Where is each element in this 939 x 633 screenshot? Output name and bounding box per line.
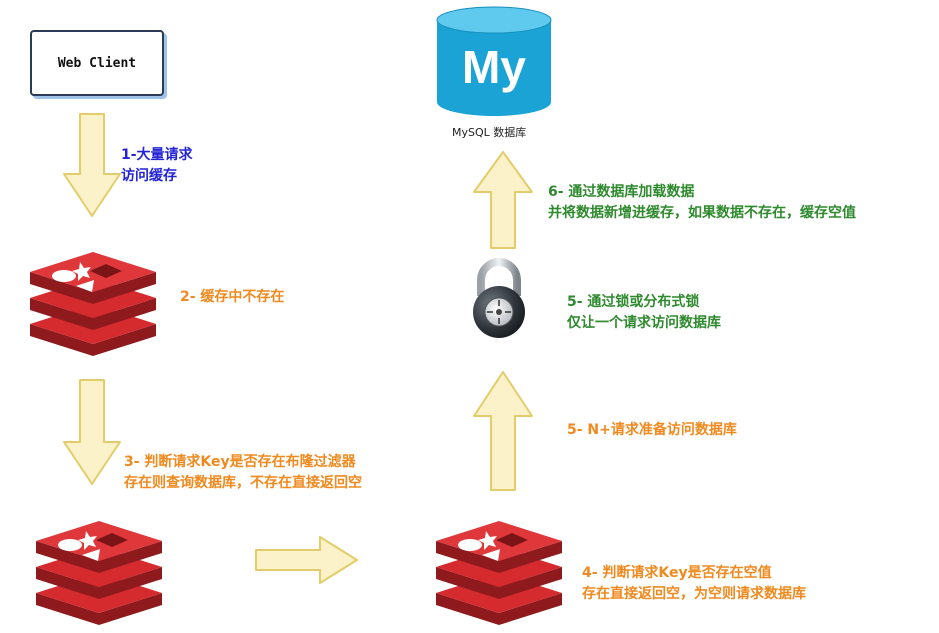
arrow-icon	[473, 371, 533, 491]
step-6-line-1: 6- 通过数据库加载数据	[548, 184, 695, 200]
redis-icon	[436, 521, 562, 625]
step-2-caption: 2- 缓存中不存在	[180, 287, 284, 308]
redis-icon	[30, 252, 156, 356]
step-3-line-1: 3- 判断请求Key是否存在布隆过滤器	[124, 454, 356, 470]
step-2-line-1: 2- 缓存中不存在	[180, 289, 285, 305]
step-5lock-line-1: 5- 通过锁或分布式锁	[567, 294, 700, 310]
step-5n-line-1: 5- N+请求准备访问数据库	[567, 422, 737, 438]
step-1-caption: 1-大量请求 访问缓存	[121, 145, 193, 187]
step-4-caption: 4- 判断请求Key是否存在空值 存在直接返回空，为空则请求数据库	[582, 563, 806, 605]
mysql-label: MySQL 数据库	[452, 126, 527, 139]
redis-icon	[36, 521, 162, 625]
step-4-line-2: 存在直接返回空，为空则请求数据库	[582, 586, 806, 602]
mysql-icon: My	[436, 6, 552, 116]
step-1-line-1: 1-大量请求	[121, 147, 193, 163]
arrow-icon	[255, 536, 358, 584]
step-6-caption: 6- 通过数据库加载数据 并将数据新增进缓存，如果数据不存在，缓存空值	[548, 182, 856, 224]
arrow-icon	[473, 151, 533, 249]
step-5n-caption: 5- N+请求准备访问数据库	[567, 420, 737, 441]
step-3-line-2: 存在则查询数据库，不存在直接返回空	[124, 475, 362, 491]
web-client-label: Web Client	[57, 55, 137, 71]
step-6-line-2: 并将数据新增进缓存，如果数据不存在，缓存空值	[548, 205, 856, 221]
step-4-line-1: 4- 判断请求Key是否存在空值	[582, 565, 772, 581]
arrow-icon	[63, 379, 121, 485]
web-client-box: Web Client	[30, 30, 164, 96]
step-3-caption: 3- 判断请求Key是否存在布隆过滤器 存在则查询数据库，不存在直接返回空	[124, 452, 362, 494]
arrow-icon	[63, 113, 121, 217]
padlock-icon	[473, 258, 525, 338]
step-5lock-line-2: 仅让一个请求访问数据库	[567, 315, 721, 331]
step-1-line-2: 访问缓存	[121, 168, 177, 184]
mysql-logo-text: My	[462, 41, 526, 93]
step-5lock-caption: 5- 通过锁或分布式锁 仅让一个请求访问数据库	[567, 292, 721, 334]
